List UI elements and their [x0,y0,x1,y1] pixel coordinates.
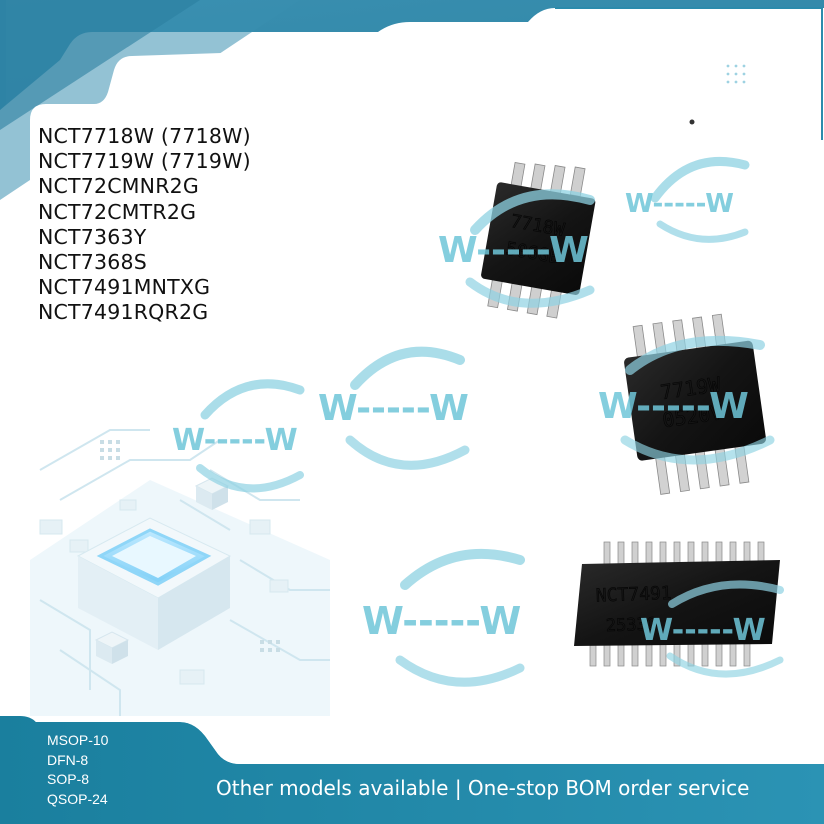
model-item: NCT72CMTR2G [38,199,197,224]
package-item: MSOP-10 [47,732,109,748]
chip-msop-7718w: 7718W 506GB [481,162,596,319]
watermark-logo: W-----W [640,580,784,678]
model-item: NCT7491MNTXG [38,275,211,300]
watermark-text: W-----W [640,613,766,648]
watermark-logo: W-----W [438,189,595,308]
frame-line [555,7,823,140]
watermark-logo: W-----W [625,157,750,243]
watermark-text: W-----W [362,599,521,643]
chip-3-line1: NCT7491 [595,583,672,607]
watermark-text: W-----W [625,189,734,219]
circuit-illustration [30,429,330,716]
watermark-group: W-----W W-----W W-----W W-----W W-----W [172,157,784,687]
watermark-logo: W-----W [362,548,525,687]
watermark-logo: W-----W [318,346,470,470]
model-item: NCT7719W (7719W) [38,149,251,174]
package-item: QSOP-24 [47,790,108,807]
model-item: NCT7491RQR2G [38,300,209,325]
package-list: MSOP-10 DFN-8 SOP-8 QSOP-24 [47,731,108,809]
bottom-band [0,716,824,824]
package-item: SOP-8 [47,771,90,787]
dot-pattern [726,64,746,84]
watermark-text: W-----W [172,423,298,458]
watermark-logo: W-----W [172,379,305,493]
footer-slogan: Other models available | One-stop BOM or… [216,776,750,800]
chip-msop-7719w: 7719W 0520V [624,313,767,495]
watermark-text: W-----W [438,230,589,271]
model-item: NCT7718W (7718W) [38,124,251,148]
watermark-text: W-----W [598,386,749,427]
watermark-text: W-----W [318,388,469,429]
model-item: NCT72CMNR2G [38,174,199,199]
chip-3-line2: 2533G [605,614,657,636]
model-item: NCT7368S [38,250,147,275]
dot [689,119,695,125]
model-list: NCT7718W (7718W) NCT7719W (7719W) NCT72C… [38,124,251,326]
package-item: DFN-8 [47,751,89,768]
watermark-logo: W-----W [598,335,775,465]
model-item: NCT7363Y [38,224,147,249]
